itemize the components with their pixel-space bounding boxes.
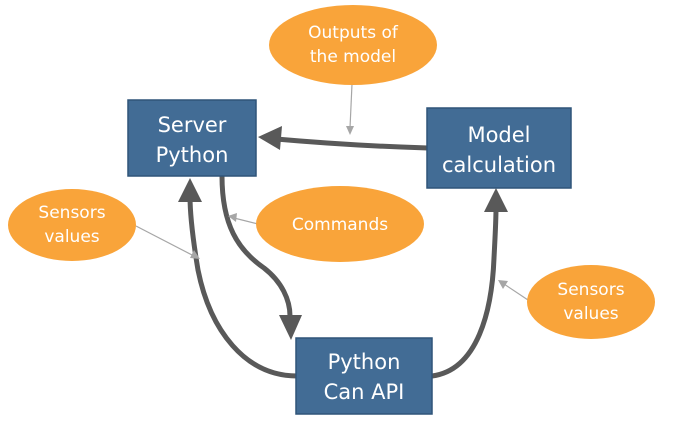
server-python-line1: Server bbox=[158, 113, 227, 137]
sensors-left-line2: values bbox=[44, 227, 99, 247]
model-calculation-node: Model calculation bbox=[426, 107, 572, 189]
outputs-callout: Outputs of the model bbox=[269, 5, 437, 85]
sensors-left-line1: Sensors bbox=[38, 203, 105, 223]
python-can-api-line1: Python bbox=[328, 350, 401, 374]
arrow-can-to-server bbox=[178, 178, 300, 379]
commands-callout-line1: Commands bbox=[292, 215, 388, 235]
arrow-model-to-server bbox=[258, 126, 431, 151]
server-python-node: Server Python bbox=[127, 99, 257, 177]
pointer-sensors-left bbox=[135, 225, 200, 259]
python-can-api-node: Python Can API bbox=[295, 337, 433, 415]
outputs-callout-line1: Outputs of bbox=[308, 23, 399, 43]
sensors-right-line1: Sensors bbox=[557, 280, 624, 300]
model-calculation-line2: calculation bbox=[442, 153, 556, 177]
outputs-callout-line2: the model bbox=[310, 47, 396, 67]
sensors-left-callout: Sensors values bbox=[8, 189, 136, 261]
model-calculation-line1: Model bbox=[467, 123, 530, 147]
pointer-outputs bbox=[346, 83, 354, 135]
sensors-right-callout: Sensors values bbox=[527, 265, 655, 339]
python-can-api-line2: Can API bbox=[324, 380, 405, 404]
commands-callout: Commands bbox=[256, 186, 424, 262]
server-python-line2: Python bbox=[156, 143, 229, 167]
pointer-sensors-right bbox=[498, 280, 529, 301]
arrow-can-to-model bbox=[429, 188, 508, 379]
sensors-right-line2: values bbox=[563, 304, 618, 324]
arrow-server-to-can bbox=[219, 173, 302, 340]
